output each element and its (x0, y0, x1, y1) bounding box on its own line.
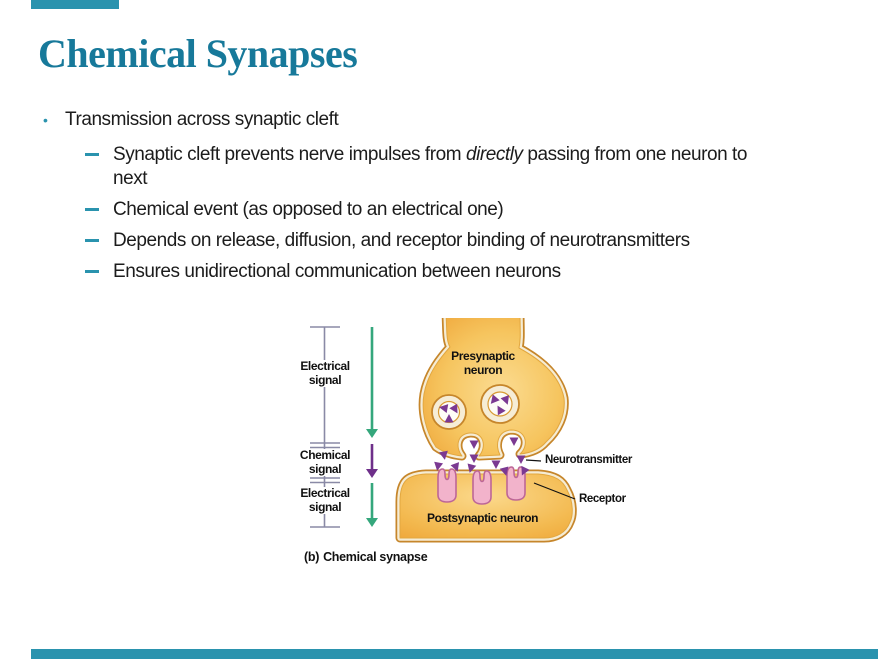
neurotransmitter-molecules (434, 394, 530, 476)
receptor-icon (437, 468, 457, 503)
dash-marker (85, 153, 99, 156)
figure-caption: (b)Chemical synapse (304, 550, 428, 564)
sub-bullet-text-pre: Synaptic cleft prevents nerve impulses f… (113, 144, 466, 165)
label-postsynaptic-neuron: Postsynaptic neuron (427, 511, 539, 525)
electrical-signal-arrow-top (366, 327, 378, 438)
label-neurotransmitter: Neurotransmitter (545, 454, 632, 466)
receptor-proteins (437, 466, 526, 505)
bullet-list: • Transmission across synaptic cleft Syn… (38, 108, 828, 291)
figure-caption-prefix: (b) (304, 550, 320, 564)
chemical-signal-arrow (366, 444, 378, 478)
sub-bullet-text-italic: directly (465, 144, 523, 165)
label-electrical-signal-top: Electrical signal (294, 359, 356, 387)
sub-bullet-text-post: passing from one neuron to next (113, 144, 748, 189)
label-chemical-signal: Chemical signal (294, 448, 356, 476)
synaptic-vesicle (431, 394, 467, 430)
dash-marker (85, 239, 99, 242)
accent-bar-bottom (31, 649, 878, 659)
bullet-item-level1: • Transmission across synaptic cleft (38, 108, 828, 132)
receptor-icon (506, 466, 526, 501)
sub-bullet-item: Ensures unidirectional communication bet… (85, 260, 828, 284)
sub-bullet-item: Synaptic cleft prevents nerve impulses f… (85, 143, 828, 191)
bullet-text: Transmission across synaptic cleft (65, 109, 339, 130)
dash-marker (85, 270, 99, 273)
page-title: Chemical Synapses (38, 31, 358, 76)
dash-marker (85, 208, 99, 211)
label-electrical-signal-bottom: Electrical signal (294, 486, 356, 514)
synaptic-vesicle (480, 384, 520, 424)
label-pointer-lines (525, 459, 576, 500)
sub-bullet-item: Chemical event (as opposed to an electri… (85, 198, 828, 222)
bullet-dot: • (43, 112, 48, 128)
electrical-signal-arrow-bottom (366, 483, 378, 527)
sub-bullet-text: Ensures unidirectional communication bet… (113, 261, 561, 282)
label-presynaptic-neuron: Presynaptic neuron (451, 349, 515, 377)
synapse-diagram (310, 318, 577, 543)
figure-caption-text: Chemical synapse (323, 550, 428, 564)
sub-bullet-text: Synaptic cleft prevents nerve impulses f… (113, 143, 747, 191)
sub-bullet-text: Depends on release, diffusion, and recep… (113, 230, 690, 251)
receptor-icon (472, 470, 492, 505)
sub-bullet-text: Chemical event (as opposed to an electri… (113, 199, 504, 220)
label-receptor: Receptor (579, 493, 626, 505)
sub-bullet-item: Depends on release, diffusion, and recep… (85, 229, 828, 253)
accent-bar-top (31, 0, 119, 9)
